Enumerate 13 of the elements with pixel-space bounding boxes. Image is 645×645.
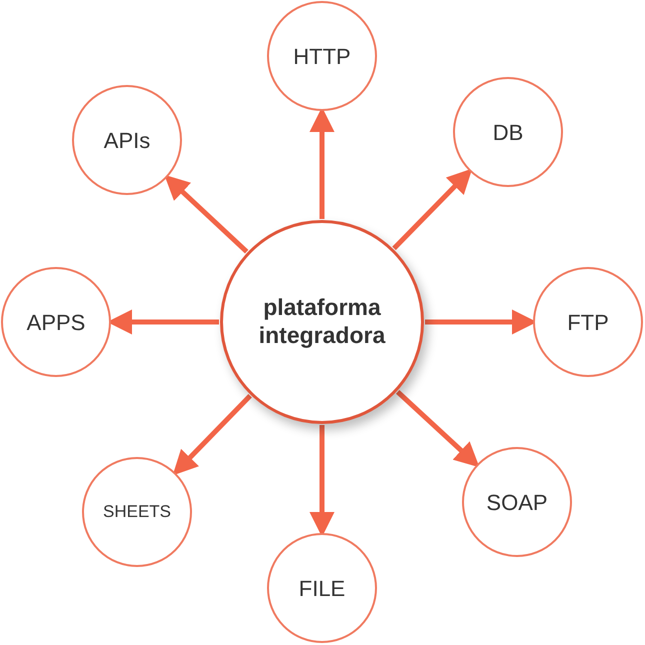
arrow (172, 394, 252, 476)
endpoint-label: APIs (102, 126, 152, 154)
endpoint-label: SHEETS (102, 501, 172, 524)
endpoint-label: FILE (298, 574, 346, 602)
arrow (392, 168, 472, 250)
endpoint-label: FTP (566, 308, 610, 336)
hub-label: plataforma integradora (258, 294, 386, 350)
arrow (164, 174, 248, 254)
endpoint-label: DB (492, 118, 524, 146)
endpoint-label: APPS (26, 308, 86, 336)
endpoint-label: SOAP (485, 488, 549, 516)
arrow (396, 390, 480, 468)
endpoint-label: HTTP (292, 42, 352, 70)
